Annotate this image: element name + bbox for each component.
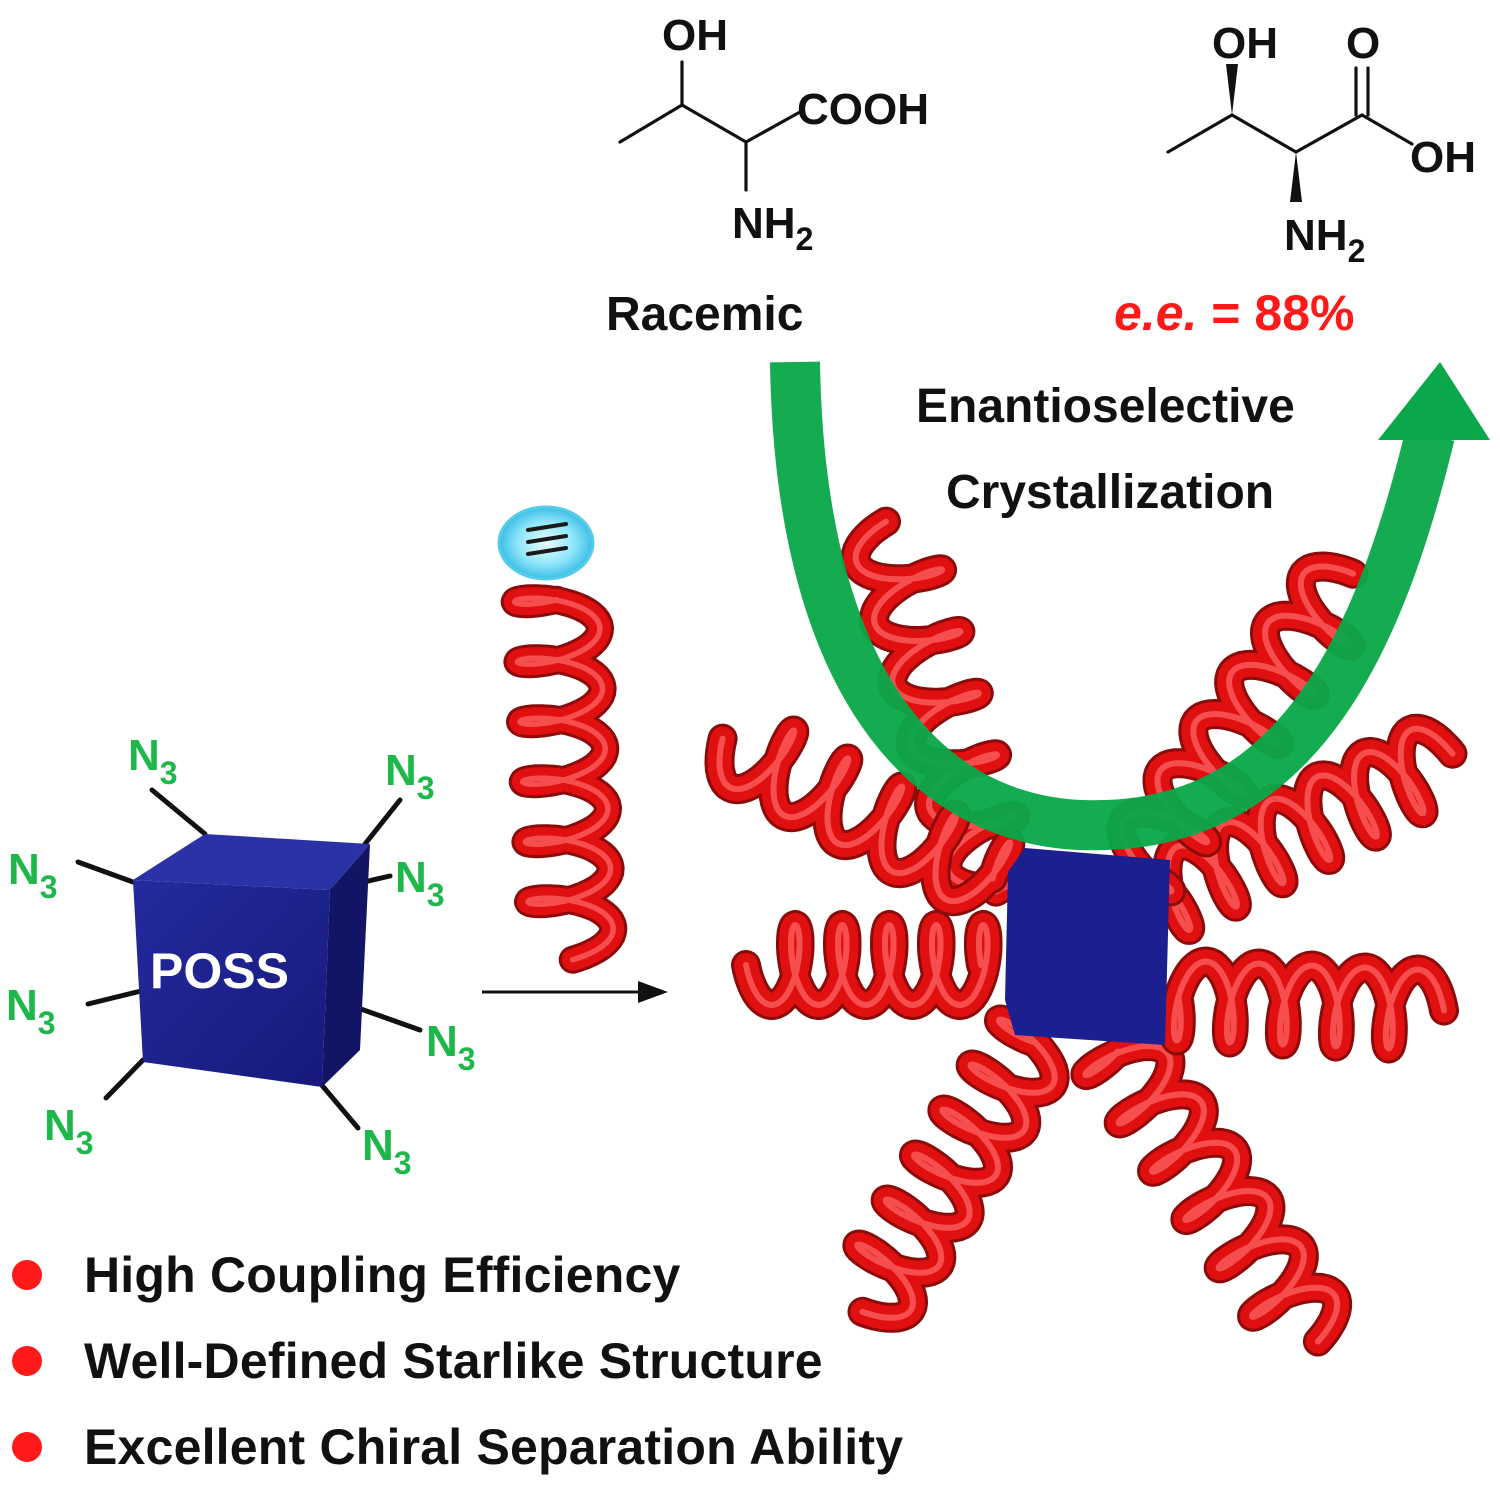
poss-cube-front — [133, 880, 330, 1087]
bullet-dot-icon — [12, 1346, 42, 1376]
wedge-bond-nh2 — [1290, 152, 1302, 202]
bullet-dot-icon — [12, 1432, 42, 1462]
bullet-dot-icon — [12, 1260, 42, 1290]
separation-arrow — [770, 361, 1490, 851]
ee-value-label: e.e. = 88% — [1114, 285, 1354, 341]
azide-label-5: N3 — [6, 981, 56, 1041]
helix-arm — [1070, 1031, 1353, 1357]
helix-arm — [842, 1004, 1070, 1333]
product-carbonyl-o-label: O — [1346, 19, 1380, 68]
feature-item: Excellent Chiral Separation Ability — [10, 1404, 903, 1490]
feature-text: Excellent Chiral Separation Ability — [84, 1419, 904, 1475]
reaction-arrow — [482, 981, 668, 1003]
process-label-line1: Enantioselective — [916, 380, 1295, 433]
feature-text: High Coupling Efficiency — [84, 1247, 681, 1303]
feature-list: High Coupling Efficiency Well-Defined St… — [10, 1232, 903, 1490]
azide-label-3: N3 — [8, 845, 58, 905]
azide-label-1: N3 — [128, 731, 178, 791]
alkyne-helix-polypeptide — [500, 584, 628, 974]
racemic-caption: Racemic — [606, 288, 803, 341]
poss-cube-azide: POSS N3 N3 N3 N3 N3 N3 N3 N3 — [6, 731, 476, 1181]
azide-label-6: N3 — [426, 1017, 476, 1077]
product-oh-label: OH — [1212, 19, 1278, 68]
helix-arm — [731, 910, 1003, 1020]
product-threonine-structure: OH O OH NH2 e.e. = 88% — [1114, 19, 1476, 341]
poss-cube-top — [133, 834, 370, 890]
helix-arm — [840, 506, 1049, 907]
racemic-cooh-label: COOH — [797, 85, 929, 134]
azide-label-4: N3 — [395, 853, 445, 913]
azide-label-7: N3 — [44, 1101, 94, 1161]
poss-cube-side — [322, 844, 370, 1087]
racemic-nh2-label: NH2 — [732, 199, 813, 257]
feature-item: Well-Defined Starlike Structure — [10, 1318, 903, 1404]
product-nh2-label: NH2 — [1284, 211, 1365, 269]
helix-arm — [1158, 946, 1459, 1064]
feature-item: High Coupling Efficiency — [10, 1232, 903, 1318]
process-label-line2: Crystallization — [946, 466, 1274, 519]
star-core-cube — [1005, 848, 1170, 1045]
helix-arm — [1152, 713, 1468, 945]
racemic-oh-label: OH — [662, 11, 728, 60]
racemic-threonine-structure: OH COOH NH2 Racemic — [606, 11, 929, 341]
poss-label: POSS — [150, 943, 289, 999]
azide-label-8: N3 — [362, 1121, 412, 1181]
alkyne-end-group — [497, 505, 595, 581]
azide-label-2: N3 — [385, 746, 435, 806]
helix-arm — [500, 584, 628, 974]
wedge-bond-oh — [1226, 64, 1238, 115]
feature-text: Well-Defined Starlike Structure — [84, 1333, 823, 1389]
product-acid-oh-label: OH — [1410, 133, 1476, 182]
helix-arm — [704, 715, 1026, 917]
